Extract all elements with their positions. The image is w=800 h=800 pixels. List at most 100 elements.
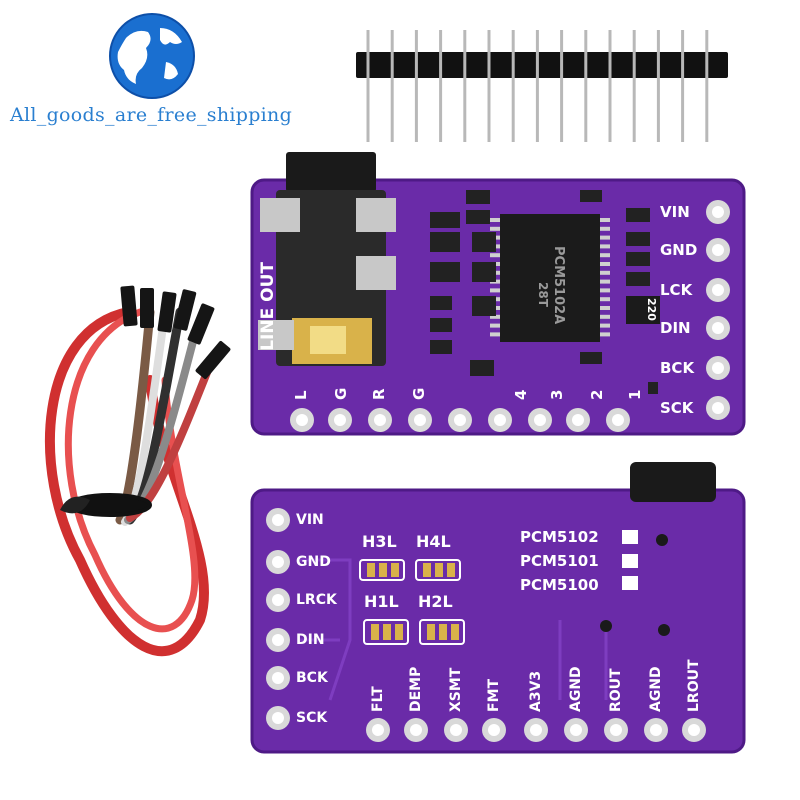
bottom-pin-label: DIN <box>296 632 325 648</box>
pad-hole <box>712 244 724 256</box>
header-pin <box>366 30 370 142</box>
header-pin <box>681 30 685 142</box>
pad-hole <box>712 284 724 296</box>
smd-components <box>430 190 658 394</box>
bottom-edge-pin-label: AGND <box>648 666 664 712</box>
chip-pin <box>600 323 610 328</box>
jumper-wires <box>45 307 216 657</box>
chip-pin <box>490 288 500 293</box>
top-pin-label: VIN <box>660 203 690 221</box>
pad-hole <box>488 724 500 736</box>
pad-hole <box>450 724 462 736</box>
pin-header-strip <box>356 30 728 142</box>
bottom-edge-pin-label: LROUT <box>686 659 702 712</box>
top-bottom-pin-label: G <box>410 387 428 400</box>
chip-pin <box>600 306 610 310</box>
dac-board-bottom <box>250 462 746 754</box>
pad-hole <box>454 414 466 426</box>
chip-pin <box>490 323 500 328</box>
variant-label: PCM5102 <box>520 528 599 546</box>
top-pin-label: LCK <box>660 281 693 299</box>
pad-hole <box>272 712 284 724</box>
variant-label: PCM5101 <box>520 552 599 570</box>
variant-checkboxes <box>622 530 638 590</box>
pad-hole <box>534 414 546 426</box>
bottom-edge-pin-label: A3V3 <box>528 670 544 712</box>
header-pin <box>487 30 491 142</box>
top-bottom-pin-label: 3 <box>548 389 566 400</box>
pad-hole <box>712 362 724 374</box>
pad-hole <box>272 556 284 568</box>
pad-hole <box>494 414 506 426</box>
pad-hole <box>610 724 622 736</box>
bottom-pin-label: LRCK <box>296 592 337 608</box>
variant-label: PCM5100 <box>520 576 599 594</box>
globe-logo-icon <box>109 13 195 99</box>
through-hole-pads <box>266 200 730 742</box>
header-pin <box>511 30 515 142</box>
pad-hole <box>688 724 700 736</box>
bottom-edge-pin-label: DEMP <box>408 666 424 712</box>
pad-hole <box>374 414 386 426</box>
bottom-pin-label: BCK <box>296 670 328 686</box>
pad-hole <box>272 514 284 526</box>
chip-pin <box>600 226 610 231</box>
jumper-pad-contacts <box>367 563 459 640</box>
resistor-marking: 220 <box>645 298 658 321</box>
header-pin <box>414 30 418 142</box>
chip-pin <box>600 235 610 240</box>
header-pin <box>390 30 394 142</box>
pad-hole <box>272 634 284 646</box>
pad-hole <box>372 724 384 736</box>
pad-hole <box>712 206 724 218</box>
pad-hole <box>570 724 582 736</box>
bottom-edge-pin-label: ROUT <box>608 668 624 712</box>
line-out-label: LINE OUT <box>258 262 278 351</box>
bottom-pin-label: GND <box>296 554 331 570</box>
top-bottom-pin-label: R <box>370 388 388 400</box>
header-pin <box>463 30 467 142</box>
pcm5102a-chip-icon <box>500 214 600 342</box>
chip-pin <box>490 226 500 231</box>
pad-hole <box>612 414 624 426</box>
header-pin <box>535 30 539 142</box>
top-pin-label: SCK <box>660 399 694 417</box>
chip-pin <box>490 332 500 337</box>
brand-slogan: All_goods_are_free_shipping <box>10 104 293 126</box>
pad-hole <box>530 724 542 736</box>
traces <box>300 558 608 701</box>
audio-jack-icon <box>258 152 396 366</box>
chip-marking-line-2: 28T <box>536 282 550 307</box>
pad-hole <box>334 414 346 426</box>
top-pin-label: GND <box>660 241 698 259</box>
header-pin <box>632 30 636 142</box>
pad-hole <box>572 414 584 426</box>
top-bottom-pin-label: G <box>332 387 350 400</box>
chip-pin <box>600 262 610 266</box>
pad-hole <box>272 594 284 606</box>
pad-hole <box>712 402 724 414</box>
header-pin <box>656 30 660 142</box>
pad-hole <box>272 672 284 684</box>
top-bottom-pin-label: L <box>292 390 310 400</box>
chip-pin <box>600 218 610 222</box>
chip-pin <box>600 253 610 258</box>
chip-pin <box>600 332 610 337</box>
pad-hole <box>410 724 422 736</box>
bottom-pin-label: VIN <box>296 512 324 528</box>
chip-pin <box>490 253 500 258</box>
top-pin-label: BCK <box>660 359 695 377</box>
jumper-connectors <box>120 285 231 380</box>
chip-pin <box>600 244 610 249</box>
dac-board-top <box>250 152 746 436</box>
audio-jack-back-icon <box>630 462 716 502</box>
top-pin-label: DIN <box>660 319 691 337</box>
top-bottom-pin-label: 1 <box>626 389 644 400</box>
top-bottom-pin-label: 4 <box>512 389 530 400</box>
chip-pin <box>600 270 610 275</box>
chip-pin <box>600 288 610 293</box>
header-pin <box>705 30 709 142</box>
jumper-label: H3L <box>362 532 397 551</box>
bottom-edge-pin-label: FLT <box>370 686 386 712</box>
chip-marking-line-1: PCM5102A <box>551 246 566 325</box>
